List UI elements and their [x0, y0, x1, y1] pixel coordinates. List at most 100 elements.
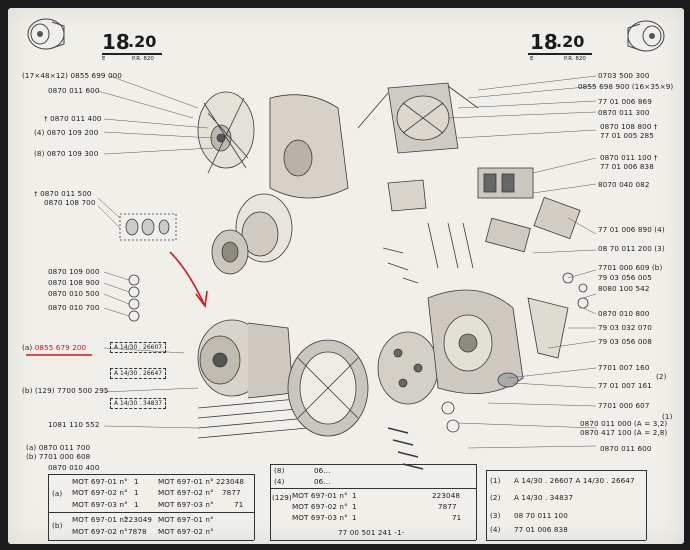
row-model: MOT 697-03 n° — [292, 513, 348, 522]
row-tag: (a) — [52, 489, 63, 498]
row-model-to: MOT 697-01 n° — [158, 477, 214, 486]
part-label: 0870 108 900 — [48, 278, 100, 287]
row-serial: 7877 — [222, 488, 241, 497]
part-label: 0870 010 800 — [598, 309, 650, 318]
row-model: MOT 697-01 n° — [292, 491, 348, 500]
red-part-number: 0855 679 200 — [34, 343, 87, 352]
part-label: (b) (129) 7700 500 295 — [22, 386, 109, 395]
part-label: 0870 010 700 — [48, 303, 100, 312]
row-text: 06... — [314, 477, 331, 486]
row-qty: 1 — [352, 491, 357, 500]
variant-box: A 14/30 . 26607 — [110, 342, 167, 353]
part-label: 79 03 056 008 — [598, 337, 652, 346]
row-tag: (4) — [490, 525, 501, 534]
row-qty: 223049 — [124, 515, 153, 524]
part-label: 79 03 056 005 — [598, 273, 652, 282]
part-label: (b) 7701 000 608 — [26, 452, 91, 461]
page-number-major: 18 — [102, 30, 130, 54]
part-label: 0870 010 500 — [48, 289, 100, 298]
page-number-minor-right: .20 — [556, 32, 585, 51]
part-label: 0703 500 300 — [598, 71, 650, 80]
part-label: 0870 011 600 — [600, 444, 652, 453]
row-serial: 71 — [452, 513, 462, 522]
row-qty: 7878 — [128, 527, 147, 536]
row-text: A 14/30 . 34837 — [514, 493, 574, 502]
row-model: MOT 697-02 n° — [72, 527, 128, 536]
part-label: 0870 011 000 (A = 3,2) — [580, 419, 668, 428]
part-label: 0870 011 600 — [48, 86, 100, 95]
row-tag: (1) — [490, 476, 501, 485]
row-text: A 14/30 . 26607 A 14/30 . 26647 — [514, 476, 635, 485]
part-label: 0870 011 300 — [598, 108, 650, 117]
part-label: 77 01 007 161 — [598, 381, 652, 390]
row-model-to: MOT 697-01 n° — [158, 515, 214, 524]
part-label: (17×48×12) 0855 699 000 — [22, 71, 122, 80]
table-footer: 77 00 501 241 -1- — [338, 528, 405, 537]
part-label: 0870 011 100 † — [600, 153, 658, 162]
part-label: (4) 0870 109 200 — [34, 128, 99, 137]
part-label: † 0870 011 500 — [34, 189, 92, 198]
part-label: 0870 417 100 (A = 2,8) — [580, 428, 668, 437]
row-serial: 223048 — [432, 491, 461, 500]
row-tag: (3) — [490, 511, 501, 520]
row-serial: 223048 — [216, 477, 245, 486]
group-tag: (2) — [656, 372, 667, 381]
part-label: 77 01 005 285 — [600, 131, 654, 140]
row-qty: 1 — [134, 488, 139, 497]
row-text: 77 01 006 838 — [514, 525, 568, 534]
part-label: (8) 0870 109 300 — [34, 149, 99, 158]
row-qty: 1 — [352, 502, 357, 511]
row-tag: (4) — [274, 477, 285, 486]
header-ref: P.R. 820 — [132, 56, 154, 62]
red-part-prefix: (a) — [22, 343, 33, 352]
row-qty: 1 — [352, 513, 357, 522]
row-text: 06... — [314, 466, 331, 475]
header-prefix-right: E — [530, 56, 534, 62]
row-qty: 1 — [134, 477, 139, 486]
red-arrow-annotation — [169, 251, 208, 309]
row-model: MOT 697-02 n° — [292, 502, 348, 511]
row-tag: (8) — [274, 466, 285, 475]
part-label: † 0870 011 400 — [44, 114, 102, 123]
part-label: 0855 698 900 (16×35×9) — [578, 82, 674, 91]
part-label: 8080 100 542 — [598, 284, 650, 293]
exploded-alternator-diagram — [26, 75, 597, 470]
red-part-label: (a) 0855 679 200 — [22, 344, 86, 352]
row-model-to: MOT 697-02 n° — [158, 527, 214, 536]
variant-box: A 14/30 . 26647 — [110, 368, 167, 379]
variant-box: A 14/30 . 34837 — [110, 398, 167, 409]
row-model-to: MOT 697-02 n° — [158, 488, 214, 497]
row-model: MOT 697-03 n° — [72, 500, 128, 509]
header-rule-right — [528, 53, 592, 55]
row-serial: 71 — [234, 500, 244, 509]
alternator-thumbnail-right-icon — [627, 20, 665, 52]
part-label: 8070 040 082 — [598, 180, 650, 189]
part-label: 7701 000 609 (b) — [598, 263, 663, 272]
part-label: 77 01 006 890 (4) — [598, 225, 665, 234]
part-label: (a) 0870 011 700 — [26, 443, 91, 452]
part-label: 79 03 032 070 — [598, 323, 652, 332]
row-model: MOT 697-01 n° — [72, 515, 128, 524]
part-label: 7701 000 607 — [598, 401, 650, 410]
part-label: 0870 108 800 † — [600, 122, 658, 131]
header-prefix: E — [102, 56, 106, 62]
header-rule — [102, 53, 162, 55]
catalog-page: 18 .20 E P.R. 820 18 .20 E P.R. 820 — [8, 8, 684, 544]
alternator-thumbnail-icon — [27, 18, 65, 50]
row-tag: (b) — [52, 521, 63, 530]
row-serial: 7877 — [438, 502, 457, 511]
row-tag: (129) — [272, 493, 292, 502]
group-tag: (1) — [662, 412, 673, 421]
row-model-to: MOT 697-03 n° — [158, 500, 214, 509]
row-qty: 1 — [134, 500, 139, 509]
row-text: 08 70 011 100 — [514, 511, 568, 520]
part-label: 77 01 006 869 — [598, 97, 652, 106]
header-ref-right: P.R. 820 — [564, 56, 586, 62]
row-model: MOT 697-02 n° — [72, 488, 128, 497]
part-label: 0870 010 400 — [48, 463, 100, 472]
part-label: 77 01 006 838 — [600, 162, 654, 171]
part-label: 08 70 011 200 (3) — [598, 244, 665, 253]
page-number-minor: .20 — [128, 32, 157, 51]
part-label: 0870 108 700 — [44, 198, 96, 207]
part-label: 0870 109 000 — [48, 267, 100, 276]
